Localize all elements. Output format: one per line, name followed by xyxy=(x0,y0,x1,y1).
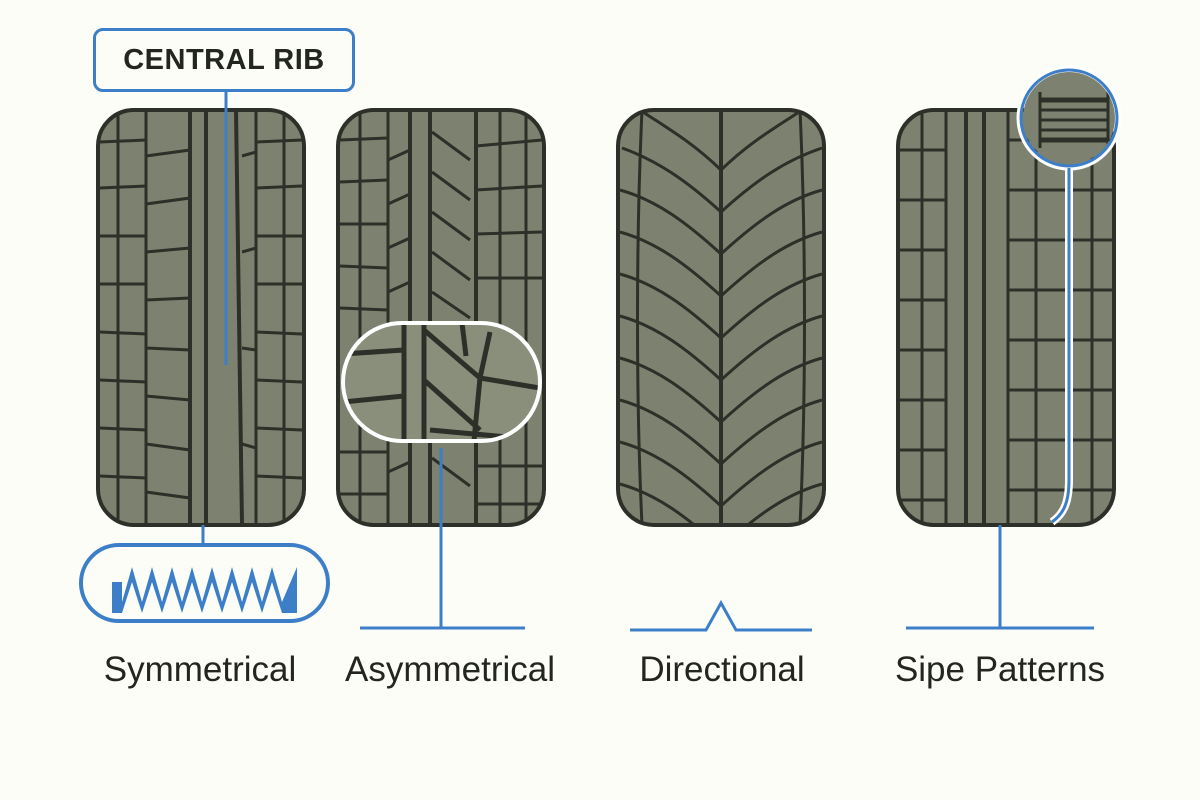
sipe-zoom-circle xyxy=(1016,65,1122,526)
tire-directional xyxy=(616,108,826,632)
tire-sipe xyxy=(896,65,1122,630)
tire-symmetrical xyxy=(79,92,330,623)
tire-asymmetrical xyxy=(336,108,546,630)
tread-grooves xyxy=(339,110,543,525)
tread-grooves xyxy=(619,110,823,525)
asym-zoom-detail xyxy=(341,321,542,443)
label-symmetrical: Symmetrical xyxy=(103,650,297,689)
zigzag-pattern-icon xyxy=(112,567,297,613)
direction-arrow-icon xyxy=(630,599,812,632)
tire-body xyxy=(96,108,306,527)
tire-body xyxy=(896,108,1116,527)
central-rib-callout: CENTRAL RIB xyxy=(93,28,355,92)
label-asymmetrical: Asymmetrical xyxy=(344,650,556,689)
central-rib-label: CENTRAL RIB xyxy=(123,43,325,76)
label-sipe-patterns: Sipe Patterns xyxy=(894,650,1106,689)
tread-grooves xyxy=(99,110,303,525)
label-directional: Directional xyxy=(639,650,805,689)
